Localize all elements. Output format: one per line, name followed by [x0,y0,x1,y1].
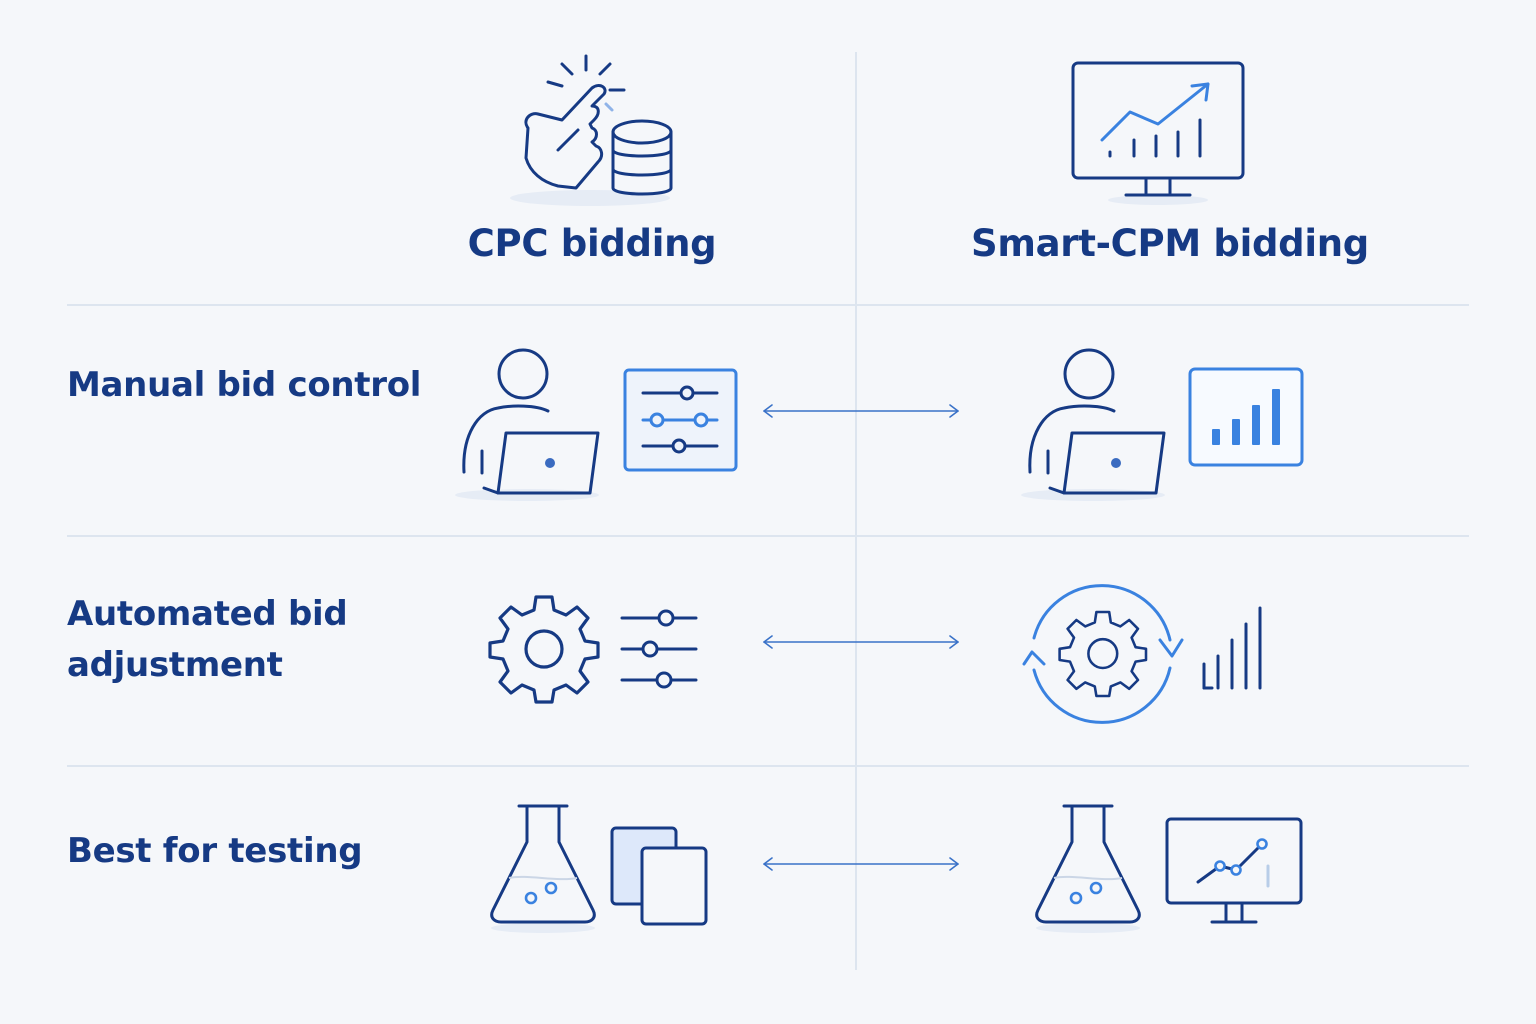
comparison-arrow [763,404,959,418]
documents-icon [610,826,708,926]
bars-icon [1202,606,1262,690]
gear-icon [488,595,600,704]
sliders-icon [620,609,698,689]
row-label-manual: Manual bid control [67,365,422,405]
person-laptop-icon [1021,348,1166,501]
row-divider [67,535,1469,537]
monitor-line-chart-icon [1165,817,1303,924]
row-label-automated: Automated bid adjustment [67,594,348,685]
row-divider [67,304,1469,306]
person-laptop-icon [455,348,600,501]
column-title-cpc: CPC bidding [467,222,717,265]
flask-icon [490,804,596,933]
hand-tap-coins-icon [510,54,673,206]
monitor-growth-chart-icon [1071,61,1245,205]
cycle-gear-icon [1022,584,1184,724]
bar-chart-panel-icon [1188,367,1304,467]
comparison-arrow [763,857,959,871]
flask-icon [1035,804,1141,933]
row-label-testing: Best for testing [67,831,363,871]
column-title-smart-cpm: Smart-CPM bidding [971,222,1369,265]
comparison-arrow [763,635,959,649]
sliders-panel-icon [623,368,738,472]
row-divider [67,765,1469,767]
column-divider [855,52,857,970]
